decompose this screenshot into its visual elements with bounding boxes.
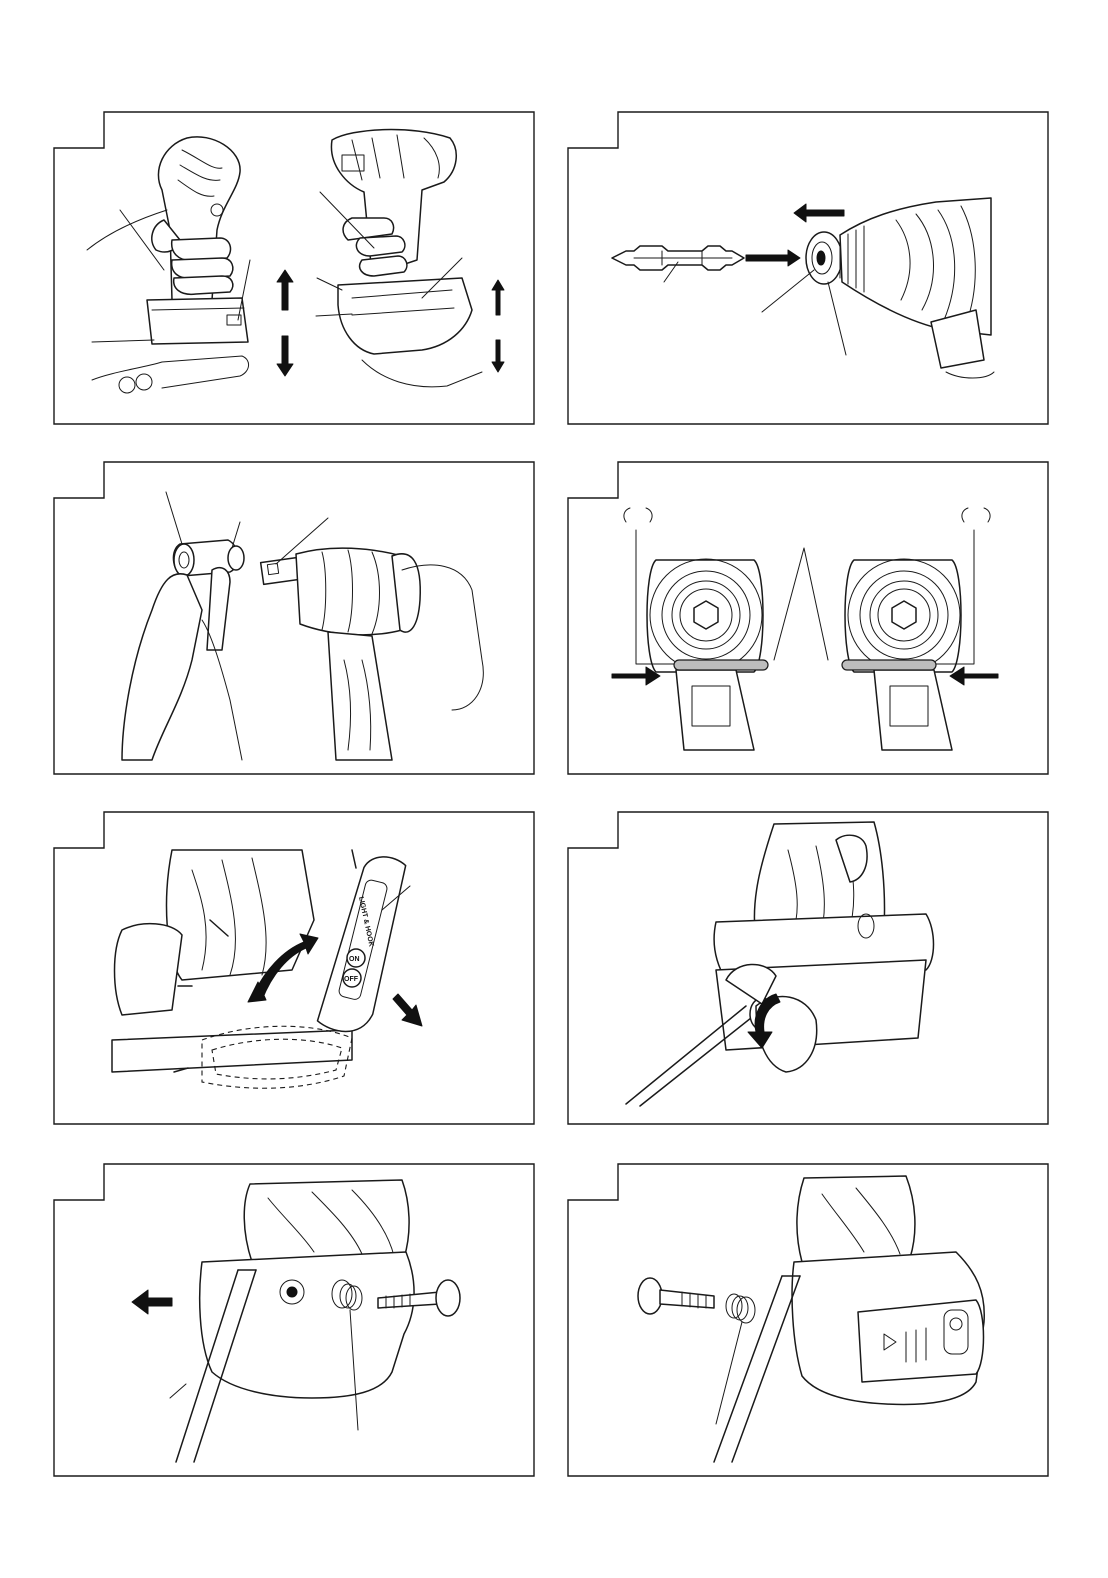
reverse-switch-lever-left xyxy=(674,660,768,670)
sleeve-leader-line-2 xyxy=(828,282,846,355)
arrow-up-down-right xyxy=(492,280,504,372)
arrow-out xyxy=(393,994,422,1026)
tool-base-with-battery xyxy=(714,822,933,1050)
tool-right-illustration xyxy=(317,130,482,387)
arrow-pull-left xyxy=(132,1290,172,1314)
arrow-push-right xyxy=(950,667,998,685)
figure-1-battery-install xyxy=(52,110,536,428)
on-button-label: ON xyxy=(349,956,360,963)
arrow-push-left xyxy=(612,667,660,685)
arrow-insert xyxy=(746,250,800,266)
center-divider xyxy=(774,548,828,660)
tool-grip-base xyxy=(112,850,352,1088)
tool-left-illustration xyxy=(87,137,249,393)
hook-screw xyxy=(638,1278,714,1314)
sleeve-leader-line xyxy=(762,270,814,312)
figure-frame xyxy=(568,462,1048,774)
figure-8-hook-removal-right xyxy=(566,1162,1050,1480)
reverse-switch-lever-right xyxy=(842,660,936,670)
tool-front-view-right xyxy=(842,559,961,750)
impact-driver-anvil xyxy=(261,548,484,760)
rotation-icon-left xyxy=(624,508,652,522)
ring-leader-line xyxy=(232,522,240,548)
off-button-label: OFF xyxy=(344,976,359,983)
figure-6-hook-screw-loosen xyxy=(566,810,1050,1128)
figure-7-hook-removal-left xyxy=(52,1162,536,1480)
hook-switch-panel: LIGHT & HOOK ON OFF xyxy=(316,850,410,1038)
figure-5-light-hook-switch: LIGHT & HOOK ON OFF xyxy=(52,810,536,1128)
washer-leader-line xyxy=(716,1322,742,1424)
tool-base xyxy=(792,1176,984,1404)
rotation-icon-right xyxy=(962,508,990,522)
hook-leader-line xyxy=(170,1384,186,1398)
arrow-sleeve-pull xyxy=(794,204,844,222)
impact-driver-head xyxy=(806,198,994,378)
tool-front-view-left xyxy=(647,559,768,750)
figure-2-insert-bit xyxy=(566,110,1050,428)
arrow-up-down-left xyxy=(277,270,293,376)
socket-leader-line xyxy=(166,492,182,544)
belt-hook xyxy=(714,1276,800,1462)
figure-4-reversing-switch xyxy=(566,460,1050,778)
figure-3-socket-adapter xyxy=(52,460,536,778)
driver-bit xyxy=(612,246,744,270)
socket-in-hand xyxy=(122,540,244,760)
spring-washer xyxy=(726,1294,755,1323)
